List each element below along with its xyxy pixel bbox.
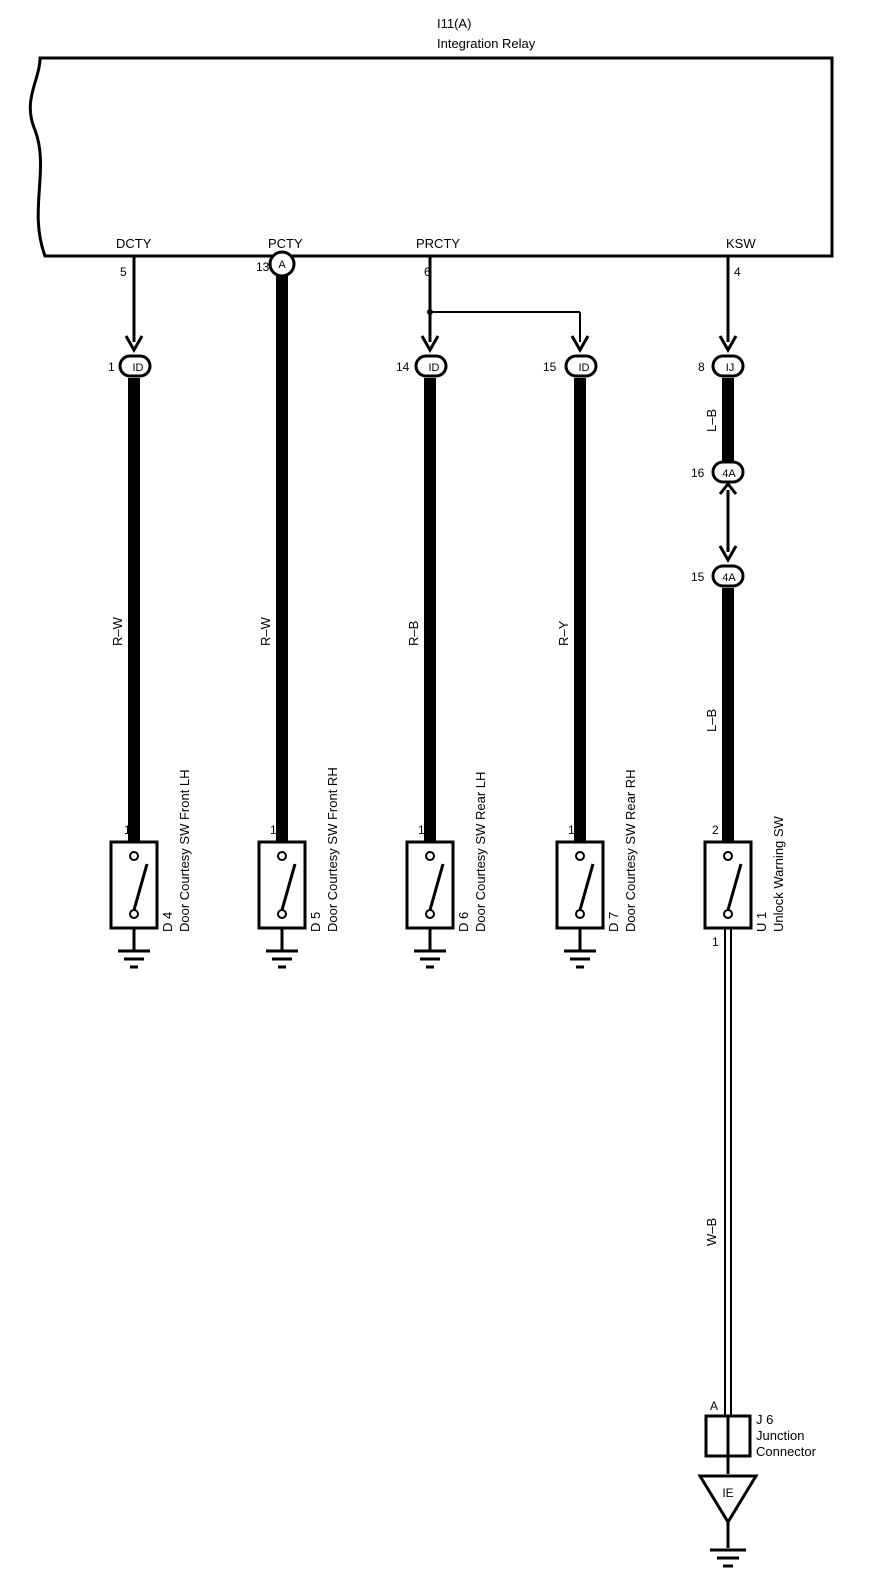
switch-pin-u1-bottom: 1 (712, 935, 719, 949)
wire-color-1: R–W (110, 616, 125, 646)
switch-pin-d5: 1 (270, 823, 277, 837)
junction-id: J 6 (756, 1412, 773, 1427)
switch-pin-d6: 1 (418, 823, 425, 837)
circuit-prcty (414, 256, 598, 850)
switch-pin-d7: 1 (568, 823, 575, 837)
circuit-pcty (268, 250, 296, 850)
pin-dcty: 5 (120, 265, 127, 279)
switch-name-u1: Unlock Warning SW (771, 815, 786, 932)
switch-id-d5: D 5 (308, 912, 323, 932)
pin-pcty: 13 (256, 260, 270, 274)
circuit-dcty (118, 256, 152, 850)
junction-pin: A (710, 1399, 718, 1413)
junction-line2: Connector (756, 1444, 817, 1459)
switch-id-d6: D 6 (456, 912, 471, 932)
ground-point-ie (697, 1474, 759, 1548)
integration-relay-box (28, 56, 834, 258)
switch-pin-u1-top: 2 (712, 823, 719, 837)
switch-id-u1: U 1 (754, 912, 769, 932)
terminal-dcty: DCTY (116, 236, 152, 251)
switch-d6-symbol (405, 840, 455, 950)
terminal-ksw: KSW (726, 236, 756, 251)
terminal-pcty: PCTY (268, 236, 303, 251)
switch-pin-d4: 1 (124, 823, 131, 837)
wire-color-3: R–B (406, 621, 421, 646)
switch-name-d6: Door Courtesy SW Rear LH (473, 772, 488, 932)
switch-id-d4: D 4 (160, 912, 175, 932)
switch-d5-symbol (257, 840, 307, 950)
switch-d7-symbol (555, 840, 605, 950)
wire-color-7: W–B (704, 1218, 719, 1246)
circuit-ksw (711, 256, 745, 1416)
switch-name-d5: Door Courtesy SW Front RH (325, 767, 340, 932)
connector-code-8: IJ (726, 362, 735, 374)
pin-ksw: 4 (734, 265, 741, 279)
connector-pin-1: 1 (108, 360, 115, 374)
ground-icon (118, 949, 150, 969)
connector-pin-16: 16 (691, 466, 705, 480)
switch-id-d7: D 7 (606, 912, 621, 932)
connector-code-15b: 4A (722, 572, 736, 584)
wire-color-4: R–Y (556, 620, 571, 646)
connector-code-14: ID (429, 362, 440, 374)
ground-icon (266, 949, 298, 969)
connector-pin-14: 14 (396, 360, 410, 374)
switch-d4-symbol (109, 840, 159, 950)
relay-id: I11(A) (437, 16, 471, 31)
pin-prcty: 6 (424, 265, 431, 279)
switch-name-d7: Door Courtesy SW Rear RH (623, 769, 638, 932)
ground-icon (564, 949, 596, 969)
connector-code-a: A (278, 259, 286, 271)
ground-point-code: IE (722, 1486, 733, 1500)
connector-pin-8: 8 (698, 360, 705, 374)
junction-connector-j6 (704, 1414, 752, 1474)
wire-color-6: L–B (704, 709, 719, 732)
connector-code-1: ID (133, 362, 144, 374)
terminal-prcty: PRCTY (416, 236, 460, 251)
switch-u1-symbol (703, 840, 753, 930)
switch-name-d4: Door Courtesy SW Front LH (177, 769, 192, 932)
relay-name: Integration Relay (437, 36, 536, 51)
connector-pin-15b: 15 (691, 570, 705, 584)
junction-line1: Junction (756, 1428, 804, 1443)
connector-pin-15: 15 (543, 360, 557, 374)
wire-color-2: R–W (258, 616, 273, 646)
connector-code-16: 4A (722, 468, 736, 480)
wire-color-5: L–B (704, 409, 719, 432)
connector-code-15: ID (579, 362, 590, 374)
ground-icon (710, 1548, 746, 1568)
ground-icon (414, 949, 446, 969)
